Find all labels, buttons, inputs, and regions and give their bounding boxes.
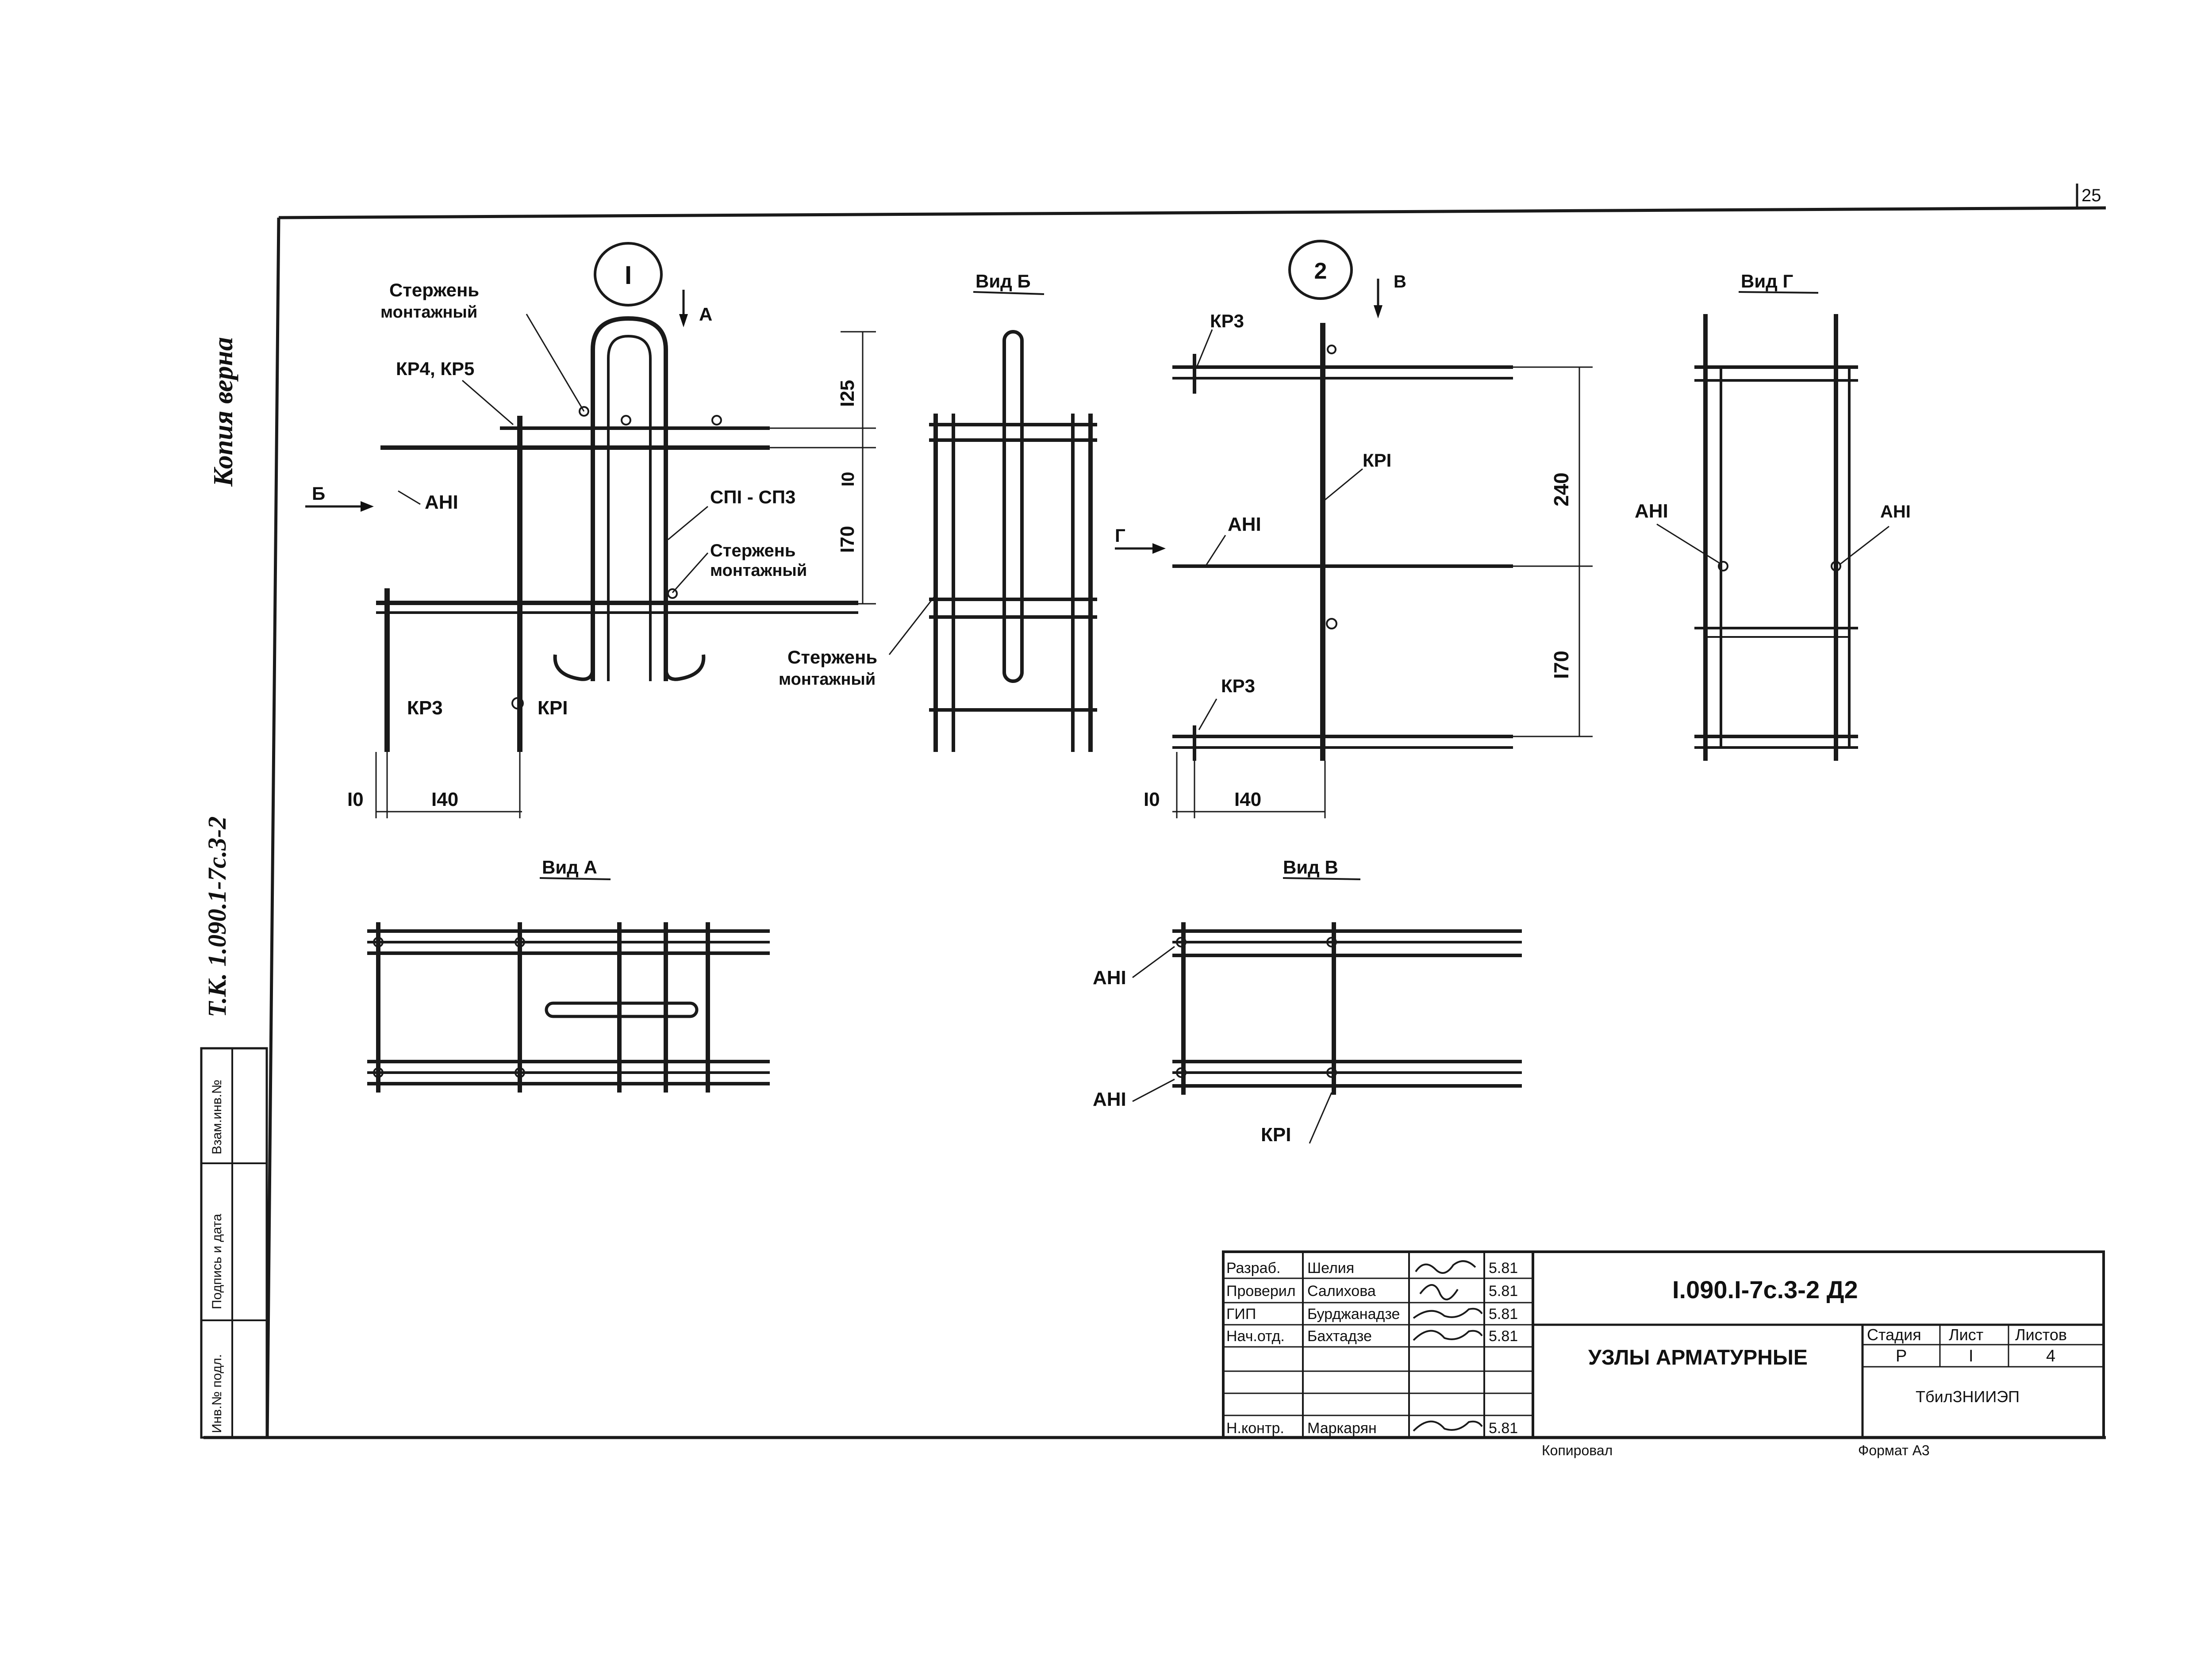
stage-value: Р: [1896, 1347, 1907, 1365]
sheets-header: Листов: [2015, 1326, 2067, 1344]
node1-label-kr3: КР3: [407, 697, 443, 719]
node2-dim-140: I40: [1234, 789, 1261, 810]
view-a-node1: [367, 877, 770, 1093]
node2-dim-240: 240: [1550, 472, 1573, 506]
title-block-signatures: [1413, 1260, 1483, 1432]
view-b-title: Вид Б: [975, 271, 1031, 291]
stamp-vzam-inv: Взам.инв.№: [210, 1080, 224, 1154]
stamp-inv-podl: Инв.№ подл.: [210, 1354, 224, 1433]
tb-name: Салихова: [1307, 1283, 1376, 1300]
view-b-rod-2: монтажный: [779, 670, 876, 689]
series-code: Т.К. 1.090.1-7с.3-2: [203, 817, 231, 1017]
tb-role: Проверил: [1226, 1283, 1296, 1300]
tb-date: 5.81: [1489, 1283, 1518, 1300]
tb-role: ГИП: [1226, 1306, 1256, 1323]
title-block-grid: [1222, 1250, 2105, 1439]
certified-copy-note: Копия верна: [208, 337, 238, 487]
node1-rod-mount-mid-1: Стержень: [710, 541, 795, 560]
tb-name: Бахтадзе: [1307, 1328, 1372, 1345]
copied-label: Копировал: [1542, 1442, 1613, 1458]
view-g-node2: [1656, 291, 1889, 761]
sheets-value: 4: [2046, 1347, 2055, 1365]
node1-view-arrow-b: Б: [312, 483, 325, 504]
node2-assembly: [1115, 240, 1593, 818]
node1-label-an1: АНI: [425, 491, 458, 513]
node2-dim-10h: I0: [1144, 789, 1160, 810]
node2-view-arrow-g: Г: [1115, 525, 1125, 546]
stage-header: Стадия: [1867, 1326, 1921, 1344]
tb-date: 5.81: [1489, 1260, 1518, 1277]
stamp-strip: [200, 1047, 268, 1439]
view-v-an1-top: АНI: [1093, 967, 1126, 989]
tb-date: 5.81: [1489, 1420, 1518, 1437]
view-v-an1-bot: АНI: [1093, 1089, 1126, 1110]
node1-dim-10v: I0: [838, 472, 858, 487]
node1-view-arrow-a: A: [699, 304, 712, 325]
node2-view-arrow-v: В: [1394, 272, 1406, 291]
view-g-an1-right: АНI: [1880, 502, 1911, 521]
tb-name: Шелия: [1307, 1260, 1354, 1277]
tb-name: Маркарян: [1307, 1420, 1377, 1437]
format-label: Формат А3: [1858, 1442, 1930, 1458]
view-v-kr1: КРI: [1261, 1124, 1291, 1146]
page-corner-mark: 25: [2081, 186, 2101, 205]
view-g-an1-left: АНI: [1635, 500, 1668, 522]
node1-assembly: [305, 242, 876, 818]
stamp-sign-date: Подпись и дата: [210, 1214, 224, 1309]
sheet-value: I: [1969, 1347, 1974, 1365]
view-b-node1: [888, 291, 1097, 752]
view-g-title: Вид Г: [1741, 271, 1793, 291]
node1-rod-mount-mid-2: монтажный: [710, 561, 807, 580]
tb-role: Разраб.: [1226, 1260, 1280, 1277]
node1-label-kr45: КР4, КР5: [396, 358, 474, 379]
tb-date: 5.81: [1489, 1306, 1518, 1323]
tb-date: 5.81: [1489, 1328, 1518, 1345]
node1-rod-mount-top-1: Стержень: [389, 280, 479, 300]
node2-label-kr3-top: КР3: [1210, 311, 1244, 331]
node1-rod-mount-top-2: монтажный: [380, 303, 477, 322]
node1-dim-170: I70: [837, 526, 858, 553]
organization: ТбилЗНИИЭП: [1916, 1388, 2020, 1406]
node1-dim-10h: I0: [347, 789, 364, 810]
node1-label-kr1: КРI: [538, 697, 568, 719]
drawing-title: УЗЛЫ АРМАТУРНЫЕ: [1588, 1346, 1808, 1369]
view-v-node2: [1132, 877, 1522, 1144]
node2-dim-170: I70: [1550, 651, 1573, 679]
view-v-title: Вид В: [1283, 857, 1338, 878]
node2-label-kr3-bot: КР3: [1221, 675, 1255, 696]
tb-role: Нач.отд.: [1226, 1328, 1285, 1345]
node1-dim-125: I25: [837, 380, 858, 407]
designation: I.090.I-7c.3-2 Д2: [1672, 1276, 1858, 1304]
sheet-frame: [204, 184, 2106, 1439]
view-b-rod-1: Стержень: [787, 647, 877, 667]
node1-callout: I: [625, 261, 632, 290]
node1-dim-140: I40: [431, 789, 458, 810]
node2-label-an1: АНI: [1228, 514, 1261, 535]
node2-callout: 2: [1314, 258, 1327, 284]
node1-label-sp: СПI - СП3: [710, 487, 795, 507]
view-a-title: Вид А: [542, 857, 597, 878]
tb-role: Н.контр.: [1226, 1420, 1284, 1437]
node2-label-kr1: КРI: [1363, 450, 1391, 471]
sheet-header: Лист: [1949, 1326, 1983, 1344]
tb-name: Бурджанадзе: [1307, 1306, 1400, 1323]
